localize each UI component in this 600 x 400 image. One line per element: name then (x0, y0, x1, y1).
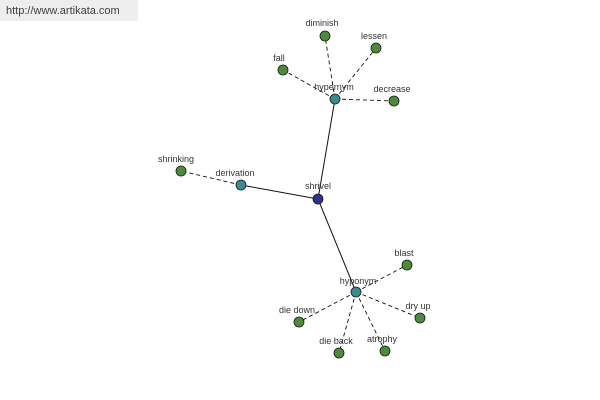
word-node-dry-up[interactable] (414, 312, 426, 324)
edge-hypernym-decrease (334, 98, 395, 102)
word-label-fall: fall (273, 53, 285, 63)
category-node-derivation[interactable] (235, 179, 247, 191)
edges-layer (180, 35, 421, 354)
root-node-shrivel[interactable] (312, 193, 324, 205)
word-label-die-down: die down (279, 305, 315, 315)
word-node-lessen[interactable] (370, 42, 382, 54)
edge-shrivel-hyponym (317, 198, 357, 293)
word-node-diminish[interactable] (319, 30, 331, 42)
category-label-hypernym: hypernym (314, 82, 354, 92)
word-label-blast: blast (394, 248, 414, 258)
edge-hypernym-lessen (334, 47, 377, 100)
word-node-decrease[interactable] (388, 95, 400, 107)
category-node-hypernym[interactable] (329, 93, 341, 105)
edge-hyponym-dry-up (355, 291, 421, 319)
word-label-lessen: lessen (361, 31, 387, 41)
word-node-die-down[interactable] (293, 316, 305, 328)
word-label-atrophy: atrophy (367, 334, 398, 344)
labels-layer: shrivel hypernym derivation hyponym diminish… (158, 18, 431, 346)
word-node-shrinking[interactable] (175, 165, 187, 177)
category-node-hyponym[interactable] (350, 286, 362, 298)
category-label-derivation: derivation (215, 168, 254, 178)
category-label-hyponym: hyponym (340, 276, 377, 286)
word-label-die-back: die back (319, 336, 353, 346)
edge-hypernym-diminish (324, 35, 336, 100)
word-label-decrease: decrease (373, 84, 410, 94)
word-label-diminish: diminish (305, 18, 338, 28)
edge-hyponym-blast (355, 264, 408, 293)
edge-hyponym-die-back (338, 291, 357, 354)
word-node-fall[interactable] (277, 64, 289, 76)
source-link[interactable]: http://www.artikata.com (0, 0, 138, 21)
word-label-dry-up: dry up (405, 301, 430, 311)
nodes-layer (175, 30, 426, 359)
edge-hyponym-atrophy (355, 291, 386, 352)
edge-hyponym-die-down (298, 291, 357, 323)
edge-derivation-shrinking (180, 170, 242, 186)
word-node-blast[interactable] (401, 259, 413, 271)
word-label-shrinking: shrinking (158, 154, 194, 164)
edge-shrivel-derivation (240, 184, 319, 200)
edge-hypernym-fall (282, 69, 336, 100)
root-label-shrivel: shrivel (305, 181, 331, 191)
word-node-atrophy[interactable] (379, 345, 391, 357)
edge-shrivel-hypernym (317, 98, 336, 200)
word-node-die-back[interactable] (333, 347, 345, 359)
